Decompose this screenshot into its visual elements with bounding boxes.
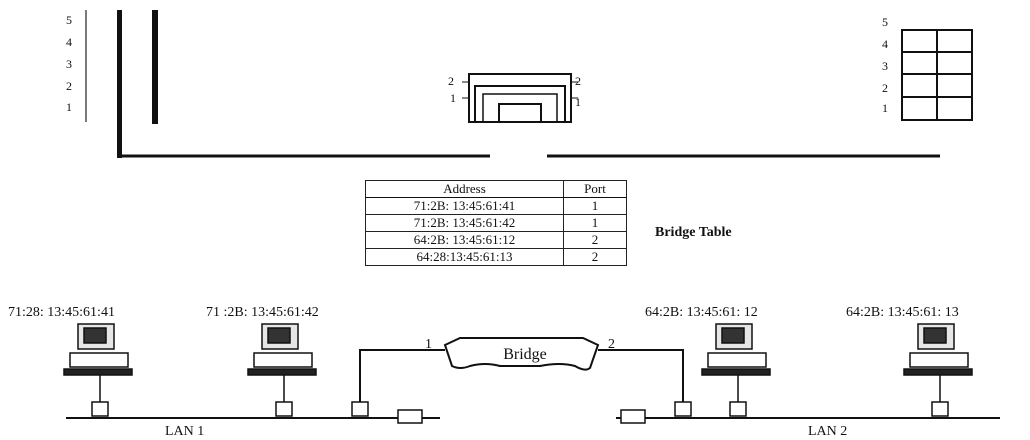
host-address-2: 71 :2B: 13:45:61:42 bbox=[206, 305, 319, 320]
switch-port-left-2: 2 bbox=[448, 74, 454, 88]
bridge-table-address: 64:2B: 13:45:61:12 bbox=[365, 231, 564, 249]
inner-thick-bar bbox=[152, 10, 158, 124]
bridge-table-row: 64:2B: 13:45:61:12 2 bbox=[365, 231, 627, 249]
switch-port-right-2: 2 bbox=[575, 74, 581, 88]
right-grid-icon bbox=[901, 29, 973, 121]
bridge-table-header-address: Address bbox=[365, 180, 564, 198]
lan2-terminator bbox=[620, 409, 646, 424]
host-address-1: 71:28: 13:45:61:41 bbox=[8, 305, 115, 320]
lan1-bridge-tap bbox=[351, 401, 369, 417]
switch-icon bbox=[462, 73, 578, 123]
switch-port-right-1: 1 bbox=[575, 95, 581, 109]
lan1-label: LAN 1 bbox=[165, 424, 205, 439]
bridge-table-address: 71:2B: 13:45:61:41 bbox=[365, 197, 564, 215]
bridge-table-address: 64:28:13:45:61:13 bbox=[365, 248, 564, 266]
bridge-table-port: 1 bbox=[563, 197, 627, 215]
left-thick-bar bbox=[117, 10, 122, 158]
left-scale-5: 5 bbox=[66, 13, 72, 27]
host-address-3: 64:2B: 13:45:61: 12 bbox=[645, 305, 758, 320]
left-scale-1: 1 bbox=[66, 100, 72, 114]
left-scale-2: 2 bbox=[66, 79, 72, 93]
bridge-table-title: Bridge Table bbox=[655, 225, 732, 240]
bridge-table-port: 2 bbox=[563, 248, 627, 266]
bridge-table-row: 71:2B: 13:45:61:42 1 bbox=[365, 214, 627, 232]
right-scale-2: 2 bbox=[882, 81, 888, 95]
computer-icon-3 bbox=[701, 323, 771, 417]
host-icons bbox=[63, 323, 973, 424]
left-scale-4: 4 bbox=[66, 35, 72, 49]
bridge-table-port: 1 bbox=[563, 214, 627, 232]
bridge-connections bbox=[359, 349, 684, 404]
host-address-4: 64:2B: 13:45:61: 13 bbox=[846, 305, 959, 320]
switch-port-left-1: 1 bbox=[450, 91, 456, 105]
right-scale-4: 4 bbox=[882, 37, 888, 51]
bridge-table-address: 71:2B: 13:45:61:42 bbox=[365, 214, 564, 232]
lan2-label: LAN 2 bbox=[808, 424, 848, 439]
lan2-bridge-tap bbox=[674, 401, 692, 417]
bridge-table-row: 64:28:13:45:61:13 2 bbox=[365, 248, 627, 266]
left-scale-3: 3 bbox=[66, 57, 72, 71]
bridge-port-right: 2 bbox=[608, 337, 615, 352]
bridge-table-header-port: Port bbox=[563, 180, 627, 198]
bridge-table-port: 2 bbox=[563, 231, 627, 249]
bridge-label: Bridge bbox=[503, 346, 547, 363]
bridge-port-left: 1 bbox=[425, 337, 432, 352]
right-scale-1: 1 bbox=[882, 101, 888, 115]
computer-icon-2 bbox=[247, 323, 317, 417]
bridge-table: Address Port 71:2B: 13:45:61:41 1 71:2B:… bbox=[365, 180, 627, 266]
lan1-terminator bbox=[397, 409, 423, 424]
right-scale-5: 5 bbox=[882, 15, 888, 29]
bridge-table-row: 71:2B: 13:45:61:41 1 bbox=[365, 197, 627, 215]
computer-icon-1 bbox=[63, 323, 133, 417]
bridge-icon bbox=[443, 337, 600, 371]
right-scale-3: 3 bbox=[882, 59, 888, 73]
computer-icon-4 bbox=[903, 323, 973, 417]
